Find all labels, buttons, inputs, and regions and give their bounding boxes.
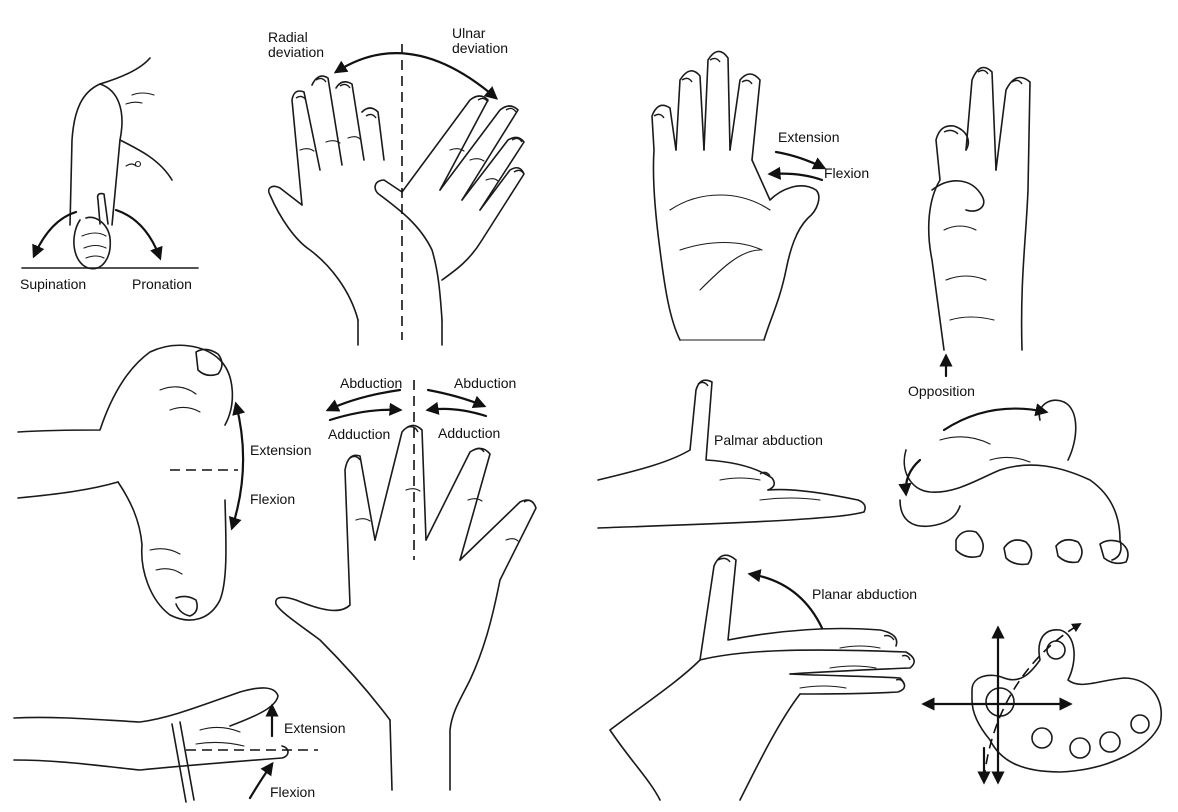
- forearm-rotation-figure: [21, 57, 199, 270]
- radial-deviation-line2: deviation: [268, 44, 325, 60]
- adduction-left-label: Adduction: [328, 426, 391, 442]
- pronation-label: Pronation: [132, 276, 192, 292]
- wrist-deviation-figure: [267, 44, 525, 346]
- thumb-extension-label: Extension: [284, 720, 346, 736]
- wrist-extension-label: Extension: [250, 442, 312, 458]
- palmar-abduction-figure: [597, 379, 866, 529]
- ulnar-deviation-line2: deviation: [452, 40, 509, 56]
- thumb-flexion-label: Flexion: [270, 784, 316, 800]
- finger-abduction-figure: [274, 380, 537, 791]
- palmar-abduction-label: Palmar abduction: [714, 432, 823, 448]
- thumb-circumduction-figure: [898, 399, 1129, 566]
- finger-extension-label: Extension: [778, 129, 840, 145]
- supination-label: Supination: [20, 276, 87, 292]
- ulnar-deviation-line1: Ulnar: [452, 25, 486, 41]
- thumb-axes-schematic: [921, 623, 1163, 785]
- opposition-label: Opposition: [908, 383, 975, 399]
- adduction-right-label: Adduction: [438, 425, 501, 441]
- finger-flexion-label: Flexion: [824, 165, 870, 181]
- planar-abduction-figure: [609, 554, 915, 801]
- planar-abduction-label: Planar abduction: [812, 586, 918, 602]
- thumb-flexion-figure: [13, 687, 318, 803]
- ulnar-deviation-label: Ulnar deviation: [452, 26, 508, 56]
- radial-deviation-label: Radial deviation: [268, 30, 324, 60]
- opposition-figure: [927, 66, 1031, 378]
- abduction-left-label: Abduction: [340, 375, 403, 391]
- wrist-flexion-label: Flexion: [250, 491, 296, 507]
- abduction-right-label: Abduction: [454, 375, 517, 391]
- radial-deviation-line1: Radial: [268, 29, 308, 45]
- finger-flexion-figure: [651, 50, 827, 341]
- wrist-flexion-figure: [17, 344, 246, 621]
